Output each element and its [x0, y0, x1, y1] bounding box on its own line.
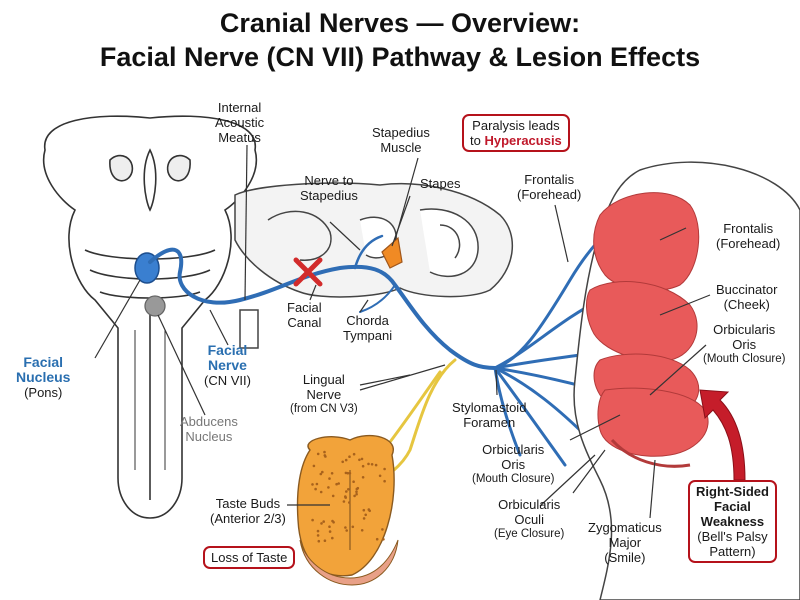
taste-bud-dot	[328, 477, 331, 480]
label-nerve-to-stapedius: Nerve to Stapedius	[300, 173, 358, 203]
taste-bud-dot	[348, 471, 352, 475]
label-frontalis-inner: Frontalis (Forehead)	[517, 172, 582, 202]
label-stapedius-muscle: Stapedius Muscle	[372, 125, 430, 155]
taste-bud-dot	[383, 467, 386, 471]
taste-bud-dot	[374, 463, 378, 467]
taste-bud-dot	[335, 482, 338, 486]
taste-bud-dot	[316, 452, 320, 456]
taste-bud-dot	[362, 517, 366, 520]
taste-bud-dot	[360, 457, 364, 461]
taste-bud-dot	[355, 492, 358, 496]
taste-bud-dot	[330, 472, 334, 475]
taste-bud-dot	[360, 529, 364, 532]
brainstem	[42, 115, 258, 519]
label-orbicularis-oculi: Orbicularis Oculi (Eye Closure)	[494, 497, 565, 540]
label-facial-nucleus: Facial Nucleus (Pons)	[16, 354, 71, 401]
label-abducens-nucleus: Abducens Nucleus	[180, 414, 238, 444]
taste-bud-dot	[344, 495, 347, 498]
taste-bud-dot	[312, 464, 316, 468]
taste-bud-dot	[331, 494, 335, 498]
taste-bud-dot	[355, 490, 358, 494]
taste-bud-dot	[314, 487, 317, 491]
taste-bud-dot	[331, 519, 334, 523]
taste-bud-dot	[311, 483, 314, 486]
abducens-nucleus-shape	[144, 295, 166, 317]
taste-bud-dot	[361, 476, 365, 479]
taste-bud-dot	[316, 529, 320, 533]
taste-bud-dot	[351, 525, 355, 529]
taste-bud-dot	[381, 528, 384, 531]
label-chorda-tympani: Chorda Tympani	[343, 313, 393, 343]
label-lingual-nerve: Lingual Nerve (from CN V3)	[290, 372, 358, 415]
taste-bud-dot	[348, 455, 351, 459]
taste-bud-dot	[331, 536, 334, 540]
lesion-marker	[293, 257, 323, 287]
taste-bud-dot	[356, 486, 360, 490]
weakness-arrow	[699, 389, 746, 481]
taste-bud-dot	[327, 486, 330, 489]
label-frontalis-outer: Frontalis (Forehead)	[716, 221, 781, 251]
taste-bud-dot	[321, 470, 324, 474]
tongue	[296, 434, 399, 586]
label-orbicularis-oris-lower: Orbicularis Oris (Mouth Closure)	[472, 442, 555, 485]
taste-bud-dot	[347, 488, 350, 491]
taste-bud-dot	[315, 482, 319, 486]
taste-bud-dot	[344, 458, 348, 462]
taste-bud-dot	[316, 534, 320, 537]
taste-bud-dot	[328, 525, 331, 528]
taste-bud-dot	[345, 490, 348, 493]
taste-bud-dot	[341, 460, 345, 464]
taste-bud-dot	[328, 530, 332, 533]
title-line-1: Cranial Nerves — Overview:	[219, 8, 581, 38]
taste-bud-dots	[311, 450, 386, 543]
label-internal-acoustic-meatus: Internal Acoustic Meatus	[215, 100, 265, 145]
taste-bud-dot	[346, 471, 350, 475]
taste-bud-dot	[319, 472, 323, 476]
taste-bud-dot	[362, 508, 366, 512]
taste-bud-dot	[344, 526, 347, 529]
taste-bud-dot	[311, 518, 314, 522]
loss-of-taste-callout: Loss of Taste	[203, 546, 296, 569]
taste-bud-dot	[370, 463, 374, 466]
label-stylomastoid-foramen: Stylomastoid Foramen	[452, 400, 527, 430]
taste-bud-dot	[320, 522, 323, 525]
taste-bud-dot	[353, 494, 356, 498]
taste-bud-dot	[367, 462, 370, 466]
label-orbicularis-oris-right: Orbicularis Oris (Mouth Closure)	[703, 322, 786, 365]
title-line-2: Facial Nerve (CN VII) Pathway & Lesion E…	[99, 42, 701, 72]
taste-bud-dot	[383, 479, 386, 483]
label-facial-canal: Facial Canal	[287, 300, 322, 330]
taste-bud-dot	[358, 458, 361, 462]
facial-muscles	[586, 192, 709, 468]
taste-bud-dot	[323, 450, 326, 454]
taste-bud-dot	[378, 474, 382, 478]
taste-bud-dot	[367, 508, 371, 511]
taste-bud-dot	[348, 501, 351, 504]
label-taste-buds: Taste Buds (Anterior 2/3)	[210, 496, 286, 526]
taste-bud-dot	[352, 480, 355, 484]
taste-bud-dot	[375, 537, 379, 541]
facial-weakness-callout: Right-Sided Facial Weakness (Bell's Pals…	[688, 480, 777, 563]
taste-bud-dot	[323, 539, 327, 542]
taste-bud-dot	[322, 520, 326, 523]
label-stapes: Stapes	[420, 176, 461, 191]
taste-bud-dot	[345, 529, 349, 532]
taste-bud-dot	[364, 513, 368, 517]
label-zygomaticus-major: Zygomaticus Major (Smile)	[588, 520, 662, 565]
taste-bud-dot	[382, 538, 385, 541]
taste-bud-dot	[319, 490, 323, 494]
taste-bud-dot	[352, 452, 356, 456]
taste-bud-dot	[361, 464, 365, 468]
label-facial-nerve: Facial Nerve (CN VII)	[204, 342, 251, 389]
taste-bud-dot	[317, 539, 321, 543]
taste-bud-dot	[337, 482, 341, 485]
diagram-title: Cranial Nerves — Overview: Facial Nerve …	[0, 6, 800, 74]
leader-lines	[94, 144, 711, 519]
hyperacusis-callout: Paralysis leads to Hyperacusis	[462, 114, 570, 152]
taste-bud-dot	[323, 454, 327, 457]
taste-bud-dot	[342, 500, 346, 503]
label-buccinator: Buccinator (Cheek)	[716, 282, 778, 312]
